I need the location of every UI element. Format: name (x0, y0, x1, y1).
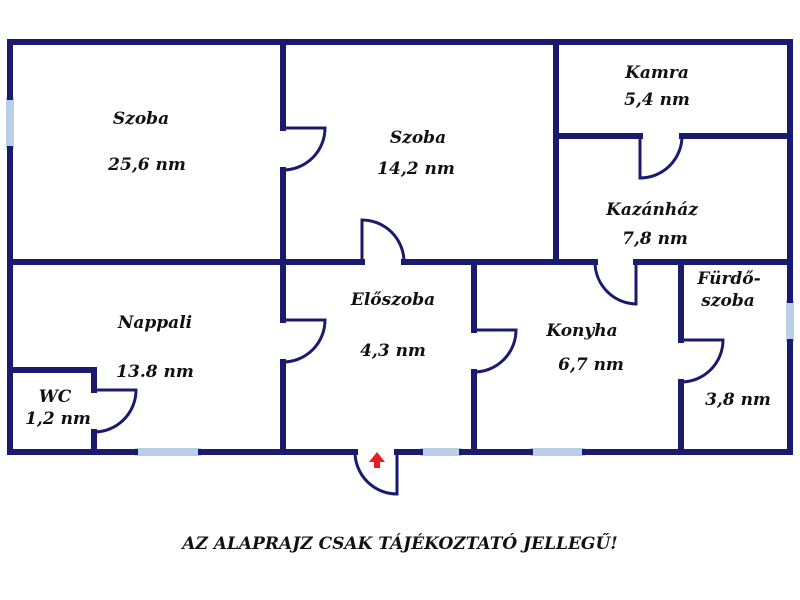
entrance-arrow-icon (369, 452, 385, 468)
room-area-konyha: 6,7 nm (558, 355, 624, 375)
door-szoba2-eloszoba (360, 218, 406, 263)
disclaimer-text: AZ ALAPRAJZ CSAK TÁJÉKOZTATÓ JELLEGŰ! (182, 534, 618, 554)
room-name-eloszoba: Előszoba (350, 290, 435, 310)
room-name-nappali: Nappali (117, 313, 192, 333)
room-name-wc: WC (39, 387, 72, 407)
door-szoba (282, 126, 327, 172)
room-name-kazanhaz: Kazánház (605, 200, 698, 220)
door-kazanhaz (593, 261, 638, 306)
room-name-szoba2: Szoba (390, 128, 446, 148)
window-bottom-eloszoba (420, 448, 462, 456)
room-name-furdo-line2: szoba (700, 291, 754, 311)
room-name-konyha: Konyha (545, 321, 617, 341)
room-area-wc: 1,2 nm (25, 409, 91, 429)
room-labels: Szoba 25,6 nm Szoba 14,2 nm Kamra 5,4 nm… (25, 63, 771, 429)
windows (6, 97, 794, 456)
window-left (6, 97, 14, 149)
window-right (786, 300, 794, 342)
room-name-kamra: Kamra (624, 63, 689, 83)
doors (93, 126, 725, 496)
door-furdo (680, 338, 725, 384)
room-name-szoba1: Szoba (113, 109, 169, 129)
room-area-szoba2: 14,2 nm (377, 159, 455, 179)
door-wc (93, 388, 138, 434)
door-nappali (282, 318, 327, 364)
room-name-furdo-line1: Fürdő- (696, 269, 760, 289)
room-area-szoba1: 25,6 nm (107, 155, 186, 175)
room-area-kazanhaz: 7,8 nm (622, 229, 688, 249)
window-bottom-konyha (530, 448, 585, 456)
door-konyha (473, 328, 518, 374)
window-bottom-nappali (135, 448, 201, 456)
door-entrance (353, 451, 399, 496)
walls (7, 39, 793, 455)
room-area-nappali: 13.8 nm (116, 362, 194, 382)
door-kamra (638, 135, 684, 180)
room-area-furdo: 3,8 nm (705, 390, 771, 410)
room-area-kamra: 5,4 nm (624, 90, 690, 110)
room-area-eloszoba: 4,3 nm (360, 341, 426, 361)
